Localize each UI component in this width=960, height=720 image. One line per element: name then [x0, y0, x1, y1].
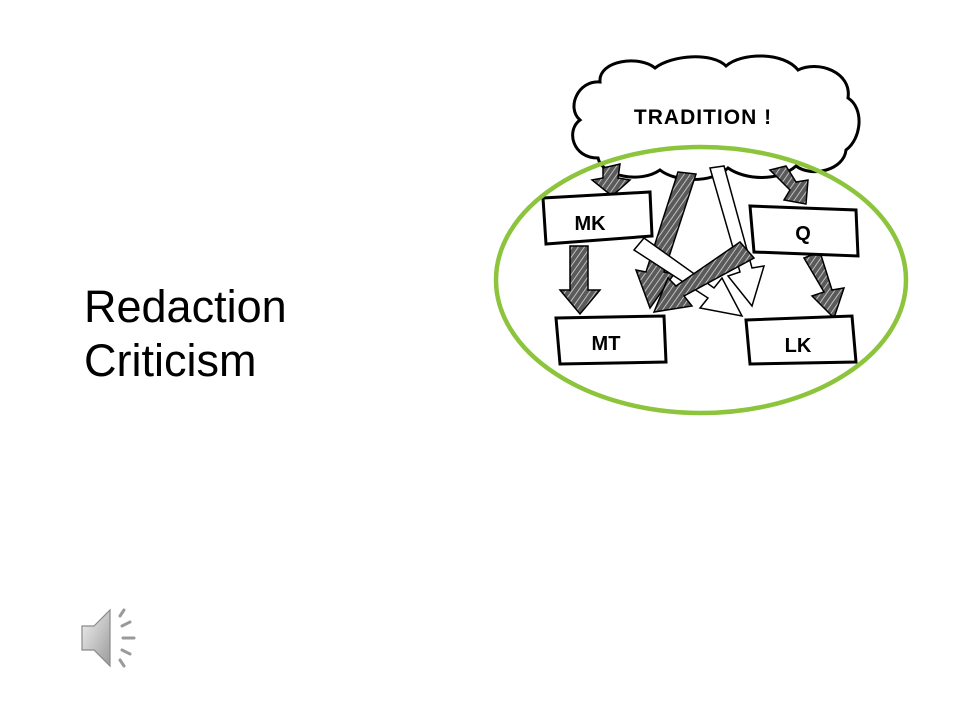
box-mt-label: MT — [592, 333, 621, 355]
highlight-ellipse — [493, 144, 909, 416]
box-mk: MK — [541, 190, 654, 246]
arrow-tradition-to-lk — [709, 165, 766, 308]
box-mt: MT — [554, 314, 668, 366]
box-q-label: Q — [795, 223, 811, 245]
tradition-cloud: TRADITION ! — [571, 54, 861, 181]
arrow-tradition-to-q — [768, 165, 809, 205]
arrow-q-to-lk — [802, 251, 846, 320]
arrow-mk-to-mt — [558, 245, 602, 316]
slide-title: Redaction Criticism — [84, 280, 287, 388]
box-lk: LK — [744, 314, 858, 366]
title-line-2: Criticism — [84, 335, 257, 386]
box-mk-label: MK — [574, 213, 606, 235]
speaker-icon[interactable] — [80, 604, 144, 672]
arrow-tradition-to-mk — [590, 163, 632, 197]
arrow-q-to-mt — [652, 241, 756, 313]
box-q: Q — [748, 204, 860, 258]
cloud-label: TRADITION ! — [634, 106, 772, 129]
title-line-1: Redaction — [84, 281, 287, 332]
box-lk-label: LK — [785, 335, 812, 357]
